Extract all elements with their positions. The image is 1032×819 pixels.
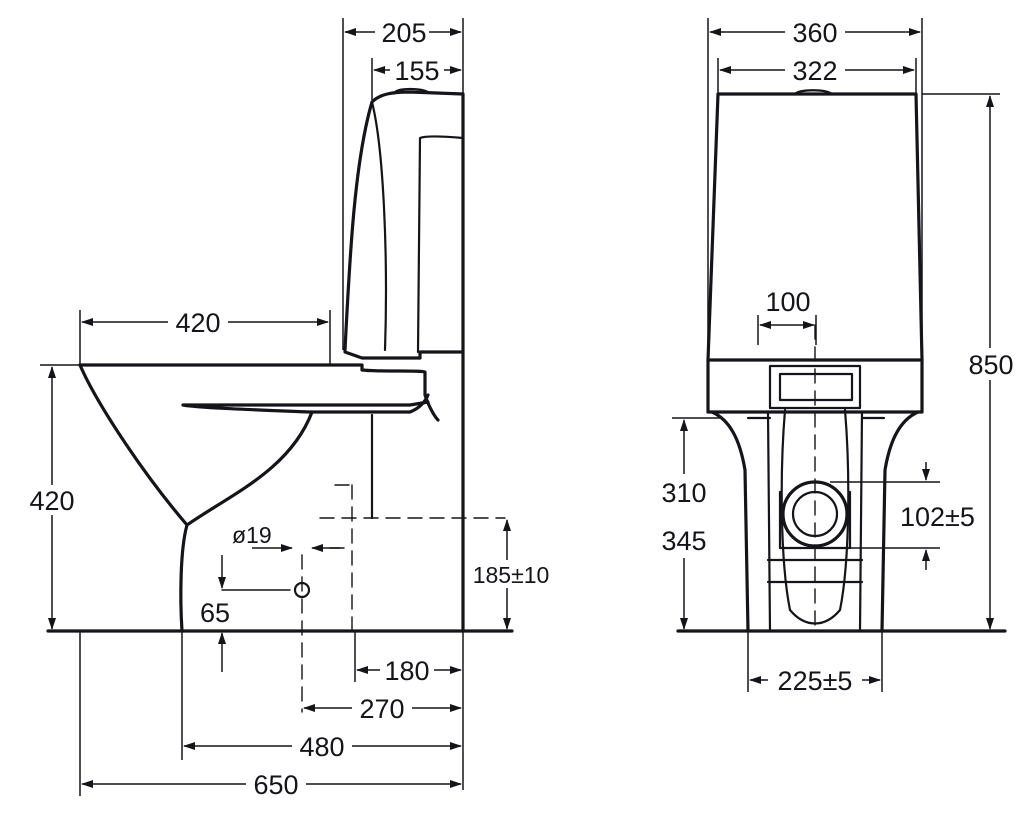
front-tank-lid (793, 89, 834, 96)
label-420-seat: 420 (175, 308, 220, 338)
bg-180 (380, 656, 434, 684)
bg-205 (375, 18, 429, 46)
side-pedestal (179, 523, 189, 633)
side-bowl-curve (78, 363, 314, 527)
side-bowl-rim (78, 363, 440, 422)
side-tank-inner (370, 100, 465, 354)
front-tank-base-inner (768, 364, 862, 410)
label-dia19: ø19 (232, 522, 272, 548)
side-tank-lid (393, 87, 430, 94)
label-205: 205 (381, 18, 426, 48)
label-102: 102±5 (900, 502, 975, 532)
side-view: 205 155 420 420 ø19 65 185±10 (22, 18, 556, 800)
front-tank-base (706, 358, 924, 414)
bg-420h (168, 308, 228, 336)
bg-322 (785, 56, 845, 84)
bg-185 (466, 560, 556, 588)
front-view: 360 322 100 850 310 345 102±5 2 (652, 18, 1022, 696)
bg-850 (960, 348, 1022, 380)
front-pedestal-inner (746, 410, 886, 633)
label-650: 650 (253, 770, 298, 800)
label-155: 155 (394, 56, 439, 86)
side-tank-outline (343, 90, 465, 360)
label-850: 850 (968, 350, 1013, 380)
front-tank-outline (706, 92, 924, 362)
bg-310 (652, 474, 716, 558)
bg-480 (292, 732, 352, 760)
front-pedestal (710, 410, 920, 633)
label-270: 270 (359, 694, 404, 724)
label-360: 360 (792, 18, 837, 48)
label-322: 322 (792, 56, 837, 86)
bg-225 (768, 666, 862, 694)
label-420-height: 420 (29, 486, 74, 516)
label-480: 480 (299, 732, 344, 762)
label-225: 225±5 (778, 666, 853, 696)
label-180: 180 (384, 656, 429, 686)
bg-270 (352, 694, 412, 722)
bg-155 (390, 56, 444, 84)
side-seat (181, 393, 430, 414)
bg-360 (785, 18, 845, 46)
side-outlet-dashed (319, 484, 506, 632)
label-310: 310 (661, 478, 706, 508)
label-65: 65 (200, 598, 230, 628)
label-185: 185±10 (473, 562, 550, 588)
bg-420v (22, 485, 82, 515)
label-100: 100 (765, 287, 810, 317)
bg-650 (246, 770, 306, 798)
label-345: 345 (661, 526, 706, 556)
